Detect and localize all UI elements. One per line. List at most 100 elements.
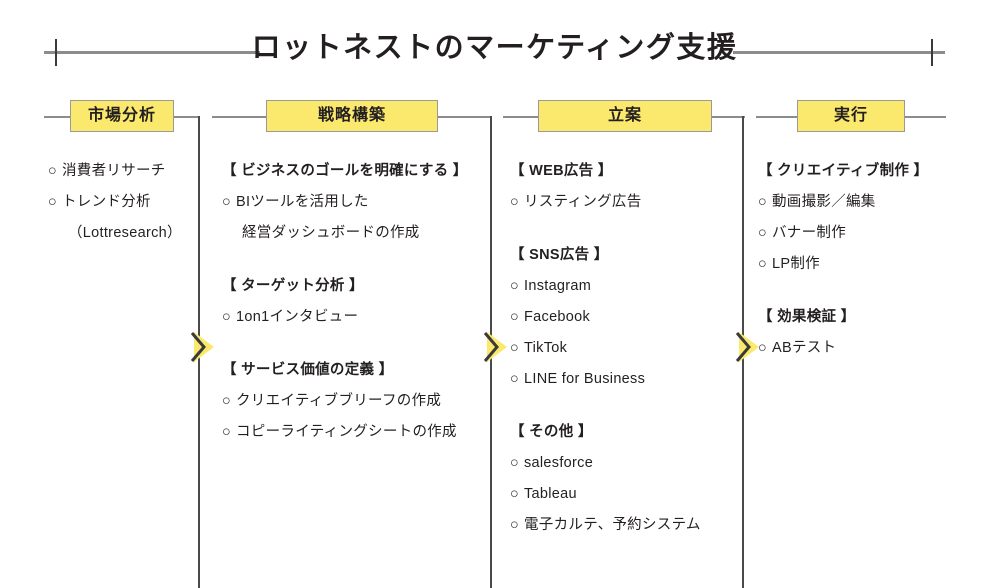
group-heading: 【 WEB広告 】: [510, 163, 613, 179]
list-item[interactable]: ○TikTok: [510, 333, 701, 364]
circle-bullet-icon: ○: [222, 393, 232, 409]
list-item[interactable]: ○消費者リサーチ: [48, 156, 182, 187]
column-execution: 実行【 クリエイティブ制作 】○動画撮影／編集○バナー制作○LP制作 【 効果検…: [756, 100, 946, 356]
list-item-label: 消費者リサーチ: [62, 163, 166, 179]
column-body-execution: 【 クリエイティブ制作 】○動画撮影／編集○バナー制作○LP制作 【 効果検証 …: [758, 156, 928, 364]
stage-header-execution[interactable]: 実行: [797, 100, 905, 132]
title-tick-right: [931, 39, 933, 66]
list-spacer: [222, 249, 468, 271]
list-item[interactable]: ○salesforce: [510, 448, 701, 479]
list-item-label: LP制作: [772, 256, 820, 272]
title-rule-right: [733, 51, 945, 54]
title-rule-left: [44, 51, 260, 54]
page-title: ロットネストのマーケティング支援: [251, 32, 738, 64]
list-spacer: [510, 218, 701, 240]
stage-header-market-analysis[interactable]: 市場分析: [70, 100, 174, 132]
header-rule-left: [44, 116, 70, 118]
list-item[interactable]: ○動画撮影／編集: [758, 187, 928, 218]
header-rule-left: [503, 116, 538, 118]
circle-bullet-icon: ○: [510, 278, 520, 294]
list-item-label: クリエイティブブリーフの作成: [236, 393, 442, 409]
stage-header-planning[interactable]: 立案: [538, 100, 712, 132]
column-header-row: 市場分析: [44, 100, 200, 134]
column-body-market-analysis: ○消費者リサーチ○トレンド分析（Lottresearch）: [48, 156, 182, 249]
column-strategy-building: 戦略構築【 ビジネスのゴールを明確にする 】○BIツールを活用した経営ダッシュボ…: [212, 100, 492, 440]
list-item-label: Tableau: [524, 486, 577, 502]
list-item-label: コピーライティングシートの作成: [236, 424, 457, 440]
header-rule-left: [212, 116, 266, 118]
list-item-label: TikTok: [524, 340, 568, 356]
group-heading: 【 ビジネスのゴールを明確にする 】: [222, 163, 468, 179]
header-rule-right: [174, 116, 200, 118]
circle-bullet-icon: ○: [222, 424, 232, 440]
list-item[interactable]: ○LP制作: [758, 249, 928, 280]
circle-bullet-icon: ○: [48, 194, 58, 210]
header-rule-right: [905, 116, 946, 118]
list-item-label: 電子カルテ、予約システム: [524, 517, 701, 533]
circle-bullet-icon: ○: [510, 309, 520, 325]
list-item[interactable]: ○トレンド分析: [48, 187, 182, 218]
list-item[interactable]: ○BIツールを活用した: [222, 187, 468, 218]
list-item[interactable]: ○コピーライティングシートの作成: [222, 417, 468, 448]
title-band: ロットネストのマーケティング支援: [0, 0, 989, 92]
header-rule-right: [712, 116, 745, 118]
column-header-row: 実行: [756, 100, 946, 134]
list-item[interactable]: ○電子カルテ、予約システム: [510, 510, 701, 541]
list-item[interactable]: ○クリエイティブブリーフの作成: [222, 386, 468, 417]
list-item-label: Instagram: [524, 278, 592, 294]
column-body-planning: 【 WEB広告 】○リスティング広告 【 SNS広告 】○Instagram○F…: [510, 156, 701, 541]
circle-bullet-icon: ○: [510, 194, 520, 210]
column-body-strategy-building: 【 ビジネスのゴールを明確にする 】○BIツールを活用した経営ダッシュボードの作…: [222, 156, 468, 448]
list-item-label: リスティング広告: [524, 194, 642, 210]
group-heading: 【 クリエイティブ制作 】: [758, 163, 929, 179]
stage-header-strategy-building[interactable]: 戦略構築: [266, 100, 438, 132]
circle-bullet-icon: ○: [758, 340, 768, 356]
circle-bullet-icon: ○: [222, 194, 232, 210]
list-item[interactable]: ○ABテスト: [758, 333, 928, 364]
column-planning: 立案【 WEB広告 】○リスティング広告 【 SNS広告 】○Instagram…: [503, 100, 745, 533]
flow-arrow-icon: [483, 330, 509, 364]
list-item-continuation: （Lottresearch）: [68, 225, 182, 241]
list-spacer: [758, 280, 928, 302]
flow-arrow-icon: [735, 330, 761, 364]
list-item-label: Facebook: [524, 309, 591, 325]
list-item[interactable]: ○1on1インタビュー: [222, 302, 468, 333]
list-item[interactable]: ○Facebook: [510, 302, 701, 333]
circle-bullet-icon: ○: [758, 225, 768, 241]
circle-bullet-icon: ○: [510, 517, 520, 533]
circle-bullet-icon: ○: [222, 309, 232, 325]
flow-arrow-icon: [190, 330, 216, 364]
header-rule-left: [756, 116, 797, 118]
group-heading: 【 その他 】: [510, 424, 593, 440]
group-heading: 【 効果検証 】: [758, 309, 856, 325]
circle-bullet-icon: ○: [758, 194, 768, 210]
list-item-label: ABテスト: [772, 340, 837, 356]
list-spacer: [222, 333, 468, 355]
group-heading: 【 SNS広告 】: [510, 247, 609, 263]
list-item-label: 1on1インタビュー: [236, 309, 359, 325]
group-heading: 【 サービス価値の定義 】: [222, 362, 394, 378]
list-item[interactable]: ○LINE for Business: [510, 364, 701, 395]
circle-bullet-icon: ○: [510, 486, 520, 502]
header-rule-right: [438, 116, 492, 118]
circle-bullet-icon: ○: [48, 163, 58, 179]
column-header-row: 立案: [503, 100, 745, 134]
group-heading: 【 ターゲット分析 】: [222, 278, 364, 294]
circle-bullet-icon: ○: [510, 455, 520, 471]
column-market-analysis: 市場分析○消費者リサーチ○トレンド分析（Lottresearch）: [44, 100, 200, 241]
list-item-label: バナー制作: [772, 225, 846, 241]
list-item-label: BIツールを活用した: [236, 194, 369, 210]
list-item-continuation: 経営ダッシュボードの作成: [242, 225, 420, 241]
list-item[interactable]: ○Tableau: [510, 479, 701, 510]
circle-bullet-icon: ○: [758, 256, 768, 272]
list-item-label: salesforce: [524, 455, 594, 471]
list-item-label: トレンド分析: [62, 194, 151, 210]
column-header-row: 戦略構築: [212, 100, 492, 134]
list-item[interactable]: ○リスティング広告: [510, 187, 701, 218]
title-tick-left: [55, 39, 57, 66]
list-item[interactable]: ○バナー制作: [758, 218, 928, 249]
list-item-label: 動画撮影／編集: [772, 194, 876, 210]
list-item[interactable]: ○Instagram: [510, 271, 701, 302]
circle-bullet-icon: ○: [510, 340, 520, 356]
